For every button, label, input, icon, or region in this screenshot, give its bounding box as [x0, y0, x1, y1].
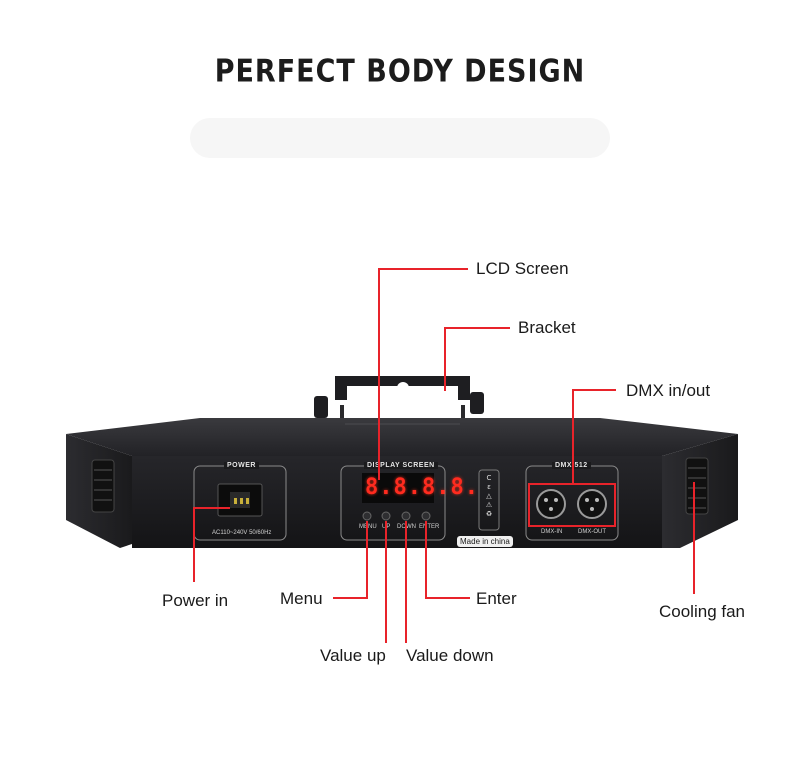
cert-strip	[478, 469, 500, 531]
dmx-callout: DMX in/out	[626, 381, 711, 400]
made-in-label: Made in china	[457, 536, 513, 547]
dmx-leader-line	[572, 389, 616, 484]
cooling-fan-callout: Cooling fan	[659, 602, 746, 621]
page-title: PERFECT BODY DESIGN	[214, 53, 586, 90]
lcd-leader-line	[378, 268, 468, 480]
dmx-out-label: DMX-OUT	[578, 529, 606, 535]
enter-leader-line	[425, 521, 470, 599]
enter-button-label: ENTER	[419, 524, 440, 530]
lcd-display: 8.8.8.8.	[365, 475, 479, 500]
bracket-leader-line	[444, 327, 510, 391]
right-cooling-fan	[685, 457, 709, 515]
display-section	[340, 465, 446, 541]
menu-callout: Menu	[280, 589, 323, 608]
display-title: DISPLAY SCREEN	[364, 462, 438, 469]
power-leader-line	[193, 507, 230, 582]
bracket	[314, 376, 484, 427]
reflection-shadow	[190, 118, 610, 158]
bracket-callout: Bracket	[518, 318, 576, 337]
power-rating: AC110~240V 50/60Hz	[212, 530, 272, 536]
top-surface	[66, 418, 738, 456]
enter-callout: Enter	[476, 589, 517, 608]
dmx-title: DMX 512	[552, 462, 591, 469]
power-in-callout: Power in	[162, 591, 229, 610]
lcd-screen-callout: LCD Screen	[476, 259, 569, 278]
left-cooling-fan	[91, 459, 115, 513]
power-title: POWER	[224, 462, 259, 469]
dmx-section	[525, 465, 619, 541]
value-up-callout: Value up	[320, 646, 386, 665]
dmx-in-label: DMX-IN	[541, 529, 563, 535]
value-down-callout: Value down	[406, 646, 494, 665]
menu-leader-line	[333, 521, 368, 599]
